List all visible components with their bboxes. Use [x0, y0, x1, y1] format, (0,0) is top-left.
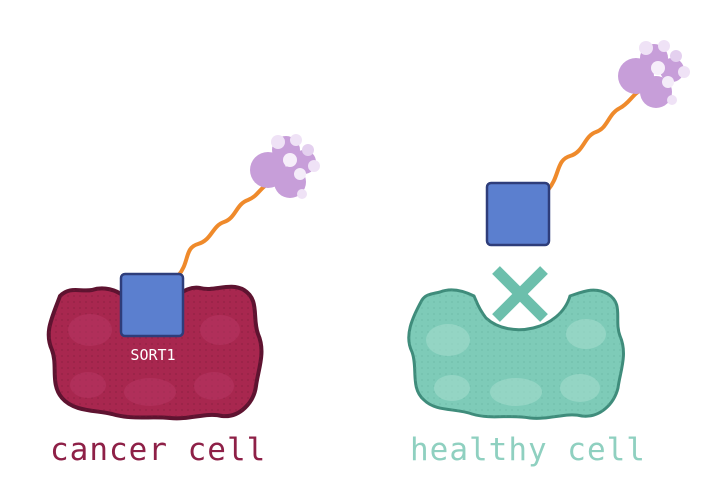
- cancer-cell-group: SORT1: [46, 134, 320, 421]
- healthy-linker: [546, 90, 640, 192]
- healthy-cell-caption: healthy cell: [410, 432, 646, 468]
- healthy-ligand-square: [485, 181, 551, 247]
- cancer-cell-caption: cancer cell: [50, 432, 267, 468]
- healthy-cell-lumps: [426, 319, 606, 406]
- cancer-payload-cluster: [250, 134, 320, 199]
- cancer-linker: [176, 182, 270, 278]
- healthy-cell-group: [407, 40, 690, 420]
- cancer-cell-lumps: [68, 314, 240, 406]
- blocked-x-icon: [492, 266, 548, 322]
- healthy-payload-cluster: [618, 40, 690, 108]
- sort1-label: SORT1: [130, 346, 175, 364]
- cancer-ligand-square: [119, 272, 185, 338]
